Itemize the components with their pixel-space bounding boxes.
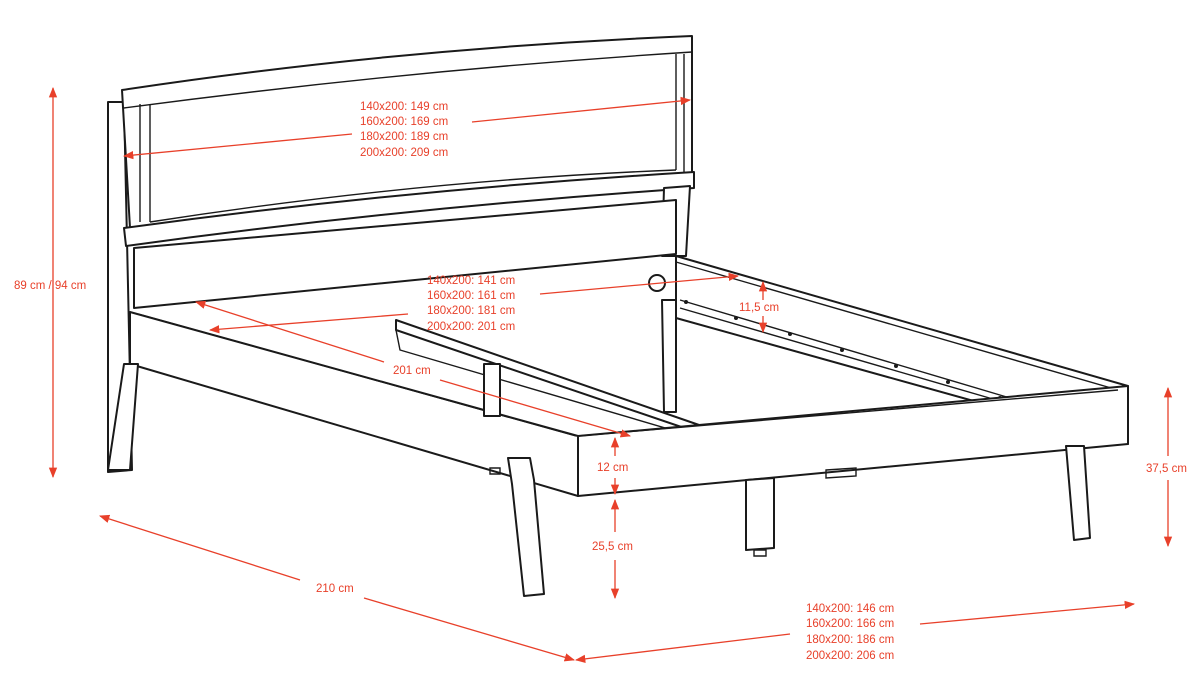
frame-height-label: 37,5 cm [1146, 463, 1187, 475]
foot-rail [577, 385, 1129, 497]
total-height-label: 89 cm / 94 cm [14, 280, 86, 292]
underside-clearance-label: 25,5 cm [592, 541, 633, 553]
inner-width-label-1: 140x200: 141 cm [427, 275, 515, 287]
headboard-width-label-4: 200x200: 209 cm [360, 147, 448, 159]
left-front-leg [107, 363, 139, 471]
inner-length-label: 201 cm [393, 365, 431, 377]
inner-width-label-2: 160x200: 161 cm [427, 290, 515, 302]
frame-thickness-label: 12 cm [597, 462, 628, 474]
overall-length-label: 210 cm [316, 583, 354, 595]
overall-width-label-1: 140x200: 146 cm [806, 603, 894, 615]
front-left-leg [507, 457, 545, 597]
headboard-width-label-2: 160x200: 169 cm [360, 116, 448, 128]
overall-width-label-2: 160x200: 166 cm [806, 618, 894, 630]
center-leg [483, 363, 501, 417]
inner-width-label-3: 180x200: 181 cm [427, 305, 515, 317]
overall-width-label-4: 200x200: 206 cm [806, 650, 894, 662]
rail-depth-label: 11,5 cm [739, 302, 779, 314]
headboard-lower-band [123, 171, 695, 247]
dimension-labels: 140x200: 149 cm 160x200: 169 cm 180x200:… [14, 101, 1187, 662]
bed-frame [107, 35, 1129, 597]
dimension-lines [48, 86, 1173, 664]
headboard-width-label-1: 140x200: 149 cm [360, 101, 448, 113]
inner-width-label-4: 200x200: 201 cm [427, 321, 515, 333]
headboard-width-label-3: 180x200: 189 cm [360, 131, 448, 143]
overall-width-label-3: 180x200: 186 cm [806, 634, 894, 646]
back-right-leg [661, 299, 677, 413]
center-foot-leg [745, 477, 775, 551]
back-panel [133, 199, 677, 309]
front-right-leg [1065, 445, 1091, 541]
